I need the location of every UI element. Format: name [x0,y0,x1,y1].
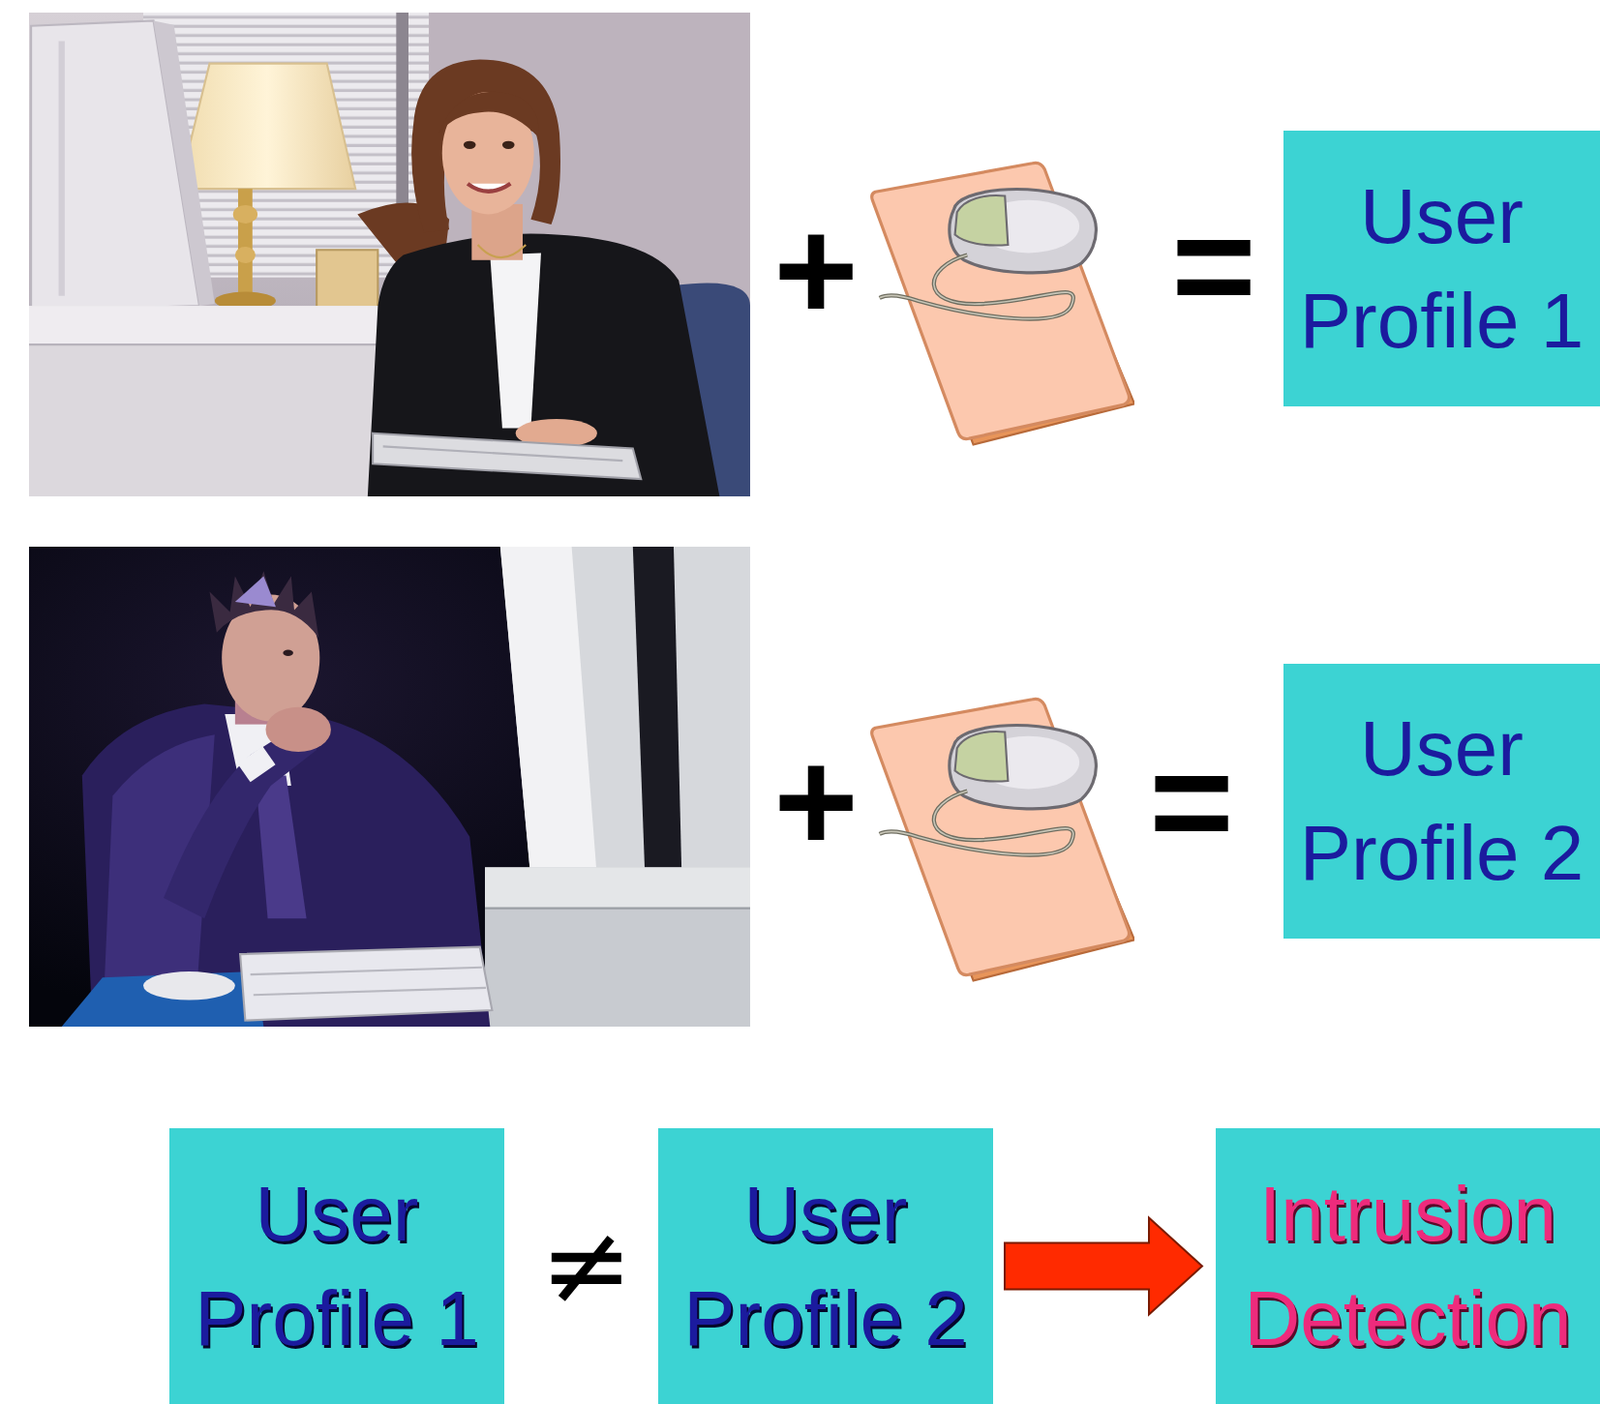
profile-box: User Profile 1 [169,1128,505,1404]
profile-box: User Profile 2 [658,1128,994,1404]
mouse-pad-icon [867,157,1135,447]
mouse-pad-icon [867,694,1135,983]
computer-mouse [879,188,1097,319]
computer-mouse [879,724,1097,855]
box-label: User Profile 2 [669,1162,982,1372]
result-box: Intrusion Detection [1215,1128,1600,1404]
block-arrow [1004,1218,1203,1316]
computer [29,20,382,497]
keyboard [372,433,641,480]
box-label: User Profile 1 [181,1162,493,1372]
not-equal-sign: ≠ [540,1209,634,1322]
equals-sign: = [1148,728,1235,875]
mouse-pad [872,698,1135,981]
box-label: User Profile 2 [1295,696,1589,906]
plus-sign: + [773,197,859,343]
desk-items [61,947,493,1027]
office-photo [29,546,751,1027]
equals-sign: = [1171,192,1257,338]
box-label: Intrusion Detection [1227,1162,1589,1372]
profile-box: User Profile 1 [1283,130,1600,407]
mouse-pad [872,162,1135,445]
dark-background [29,546,751,1027]
woman [357,59,720,497]
office-background [29,12,751,497]
box-label: User Profile 1 [1295,164,1589,374]
plus-sign: + [773,728,859,875]
computer [484,546,751,1027]
profile-box: User Profile 2 [1283,664,1600,939]
office-photo [29,12,751,497]
